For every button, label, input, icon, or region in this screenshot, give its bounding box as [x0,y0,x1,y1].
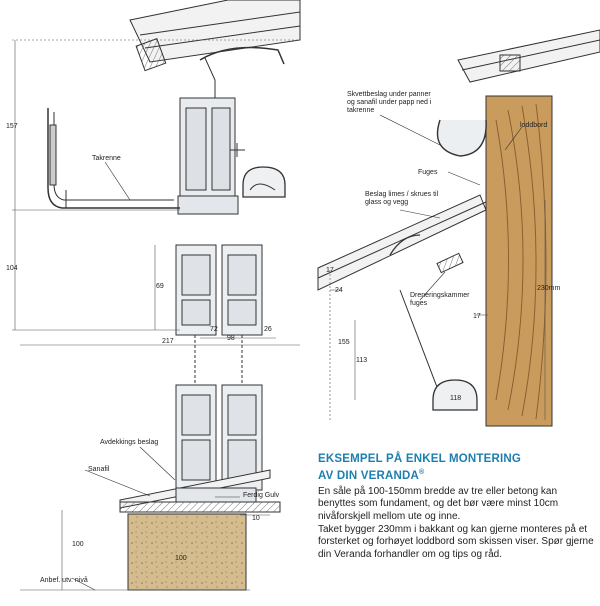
dim-155: 155 [338,339,350,346]
dim-17-side: 17 [473,313,481,320]
dim-100-height: 100 [72,541,84,548]
dim-217: 217 [162,338,174,345]
registered-mark: ® [418,469,425,476]
left-top-profile [177,97,245,215]
right-leader-lines [379,114,523,301]
left-dimension-lines [12,39,300,591]
dim-72: 72 [210,326,218,333]
left-sill [119,469,281,513]
label-skvettbeslag-line: og sanafil under papp ned i [347,99,432,106]
label-skvettbeslag-line: takrenne [347,107,374,114]
left-leader-lines [71,161,240,591]
right-dimension-lines [329,200,546,420]
description-heading: EKSEMPEL PÅ ENKEL MONTERING AV DIN VERAN… [318,453,594,483]
left-middle-profiles [175,244,263,491]
left-foundation [127,513,247,591]
paragraph-roof: Taket bygger 230mm i bakkant og kan gjer… [318,523,594,560]
dim-113: 113 [356,357,367,364]
dim-24: 24 [335,287,343,294]
dim-10: 10 [252,515,260,522]
dim-100-width: 100 [175,555,187,562]
label-avdekkings-beslag: Avdekkings beslag [100,439,158,446]
right-sloped-roof [317,194,487,291]
dim-118: 118 [450,395,461,402]
paragraph-foundation: En såle på 100-150mm bredde av tre eller… [318,485,559,523]
left-round-profile [242,166,286,198]
label-fuges-top: Fuges [418,169,438,176]
right-bottom-gutter [432,379,478,411]
dim-26: 26 [264,326,272,333]
dim-230mm: 230mm [537,285,561,292]
right-glass [399,289,441,396]
left-section-drawing [12,0,301,591]
right-top-roof [457,29,600,83]
label-takrenne: Takrenne [92,155,121,162]
label-skvettbeslag-text: Skvettbeslag under panner [347,91,431,98]
left-gutter [47,108,180,209]
label-skvettbeslag: Skvettbeslag under panner og sanafil und… [347,91,433,114]
dim-69: 69 [156,283,164,290]
heading-line1: EKSEMPEL PÅ ENKEL MONTERING [318,453,522,465]
right-gutter [436,119,487,157]
dim-98: 98 [227,335,235,342]
dim-157: 157 [6,123,18,130]
label-sanafil: Sanafil [88,466,110,473]
label-loddbord: loddbord [520,122,547,129]
right-wood-beam [485,95,553,427]
description-panel: EKSEMPEL PÅ ENKEL MONTERING AV DIN VERAN… [318,453,594,561]
right-section-drawing [317,29,600,427]
heading-line2: AV DIN VERANDA [318,469,419,482]
left-roof-panel [129,0,301,100]
dim-104: 104 [6,265,18,272]
label-anbef-utv-niva: Anbef. utv. nivå [40,576,88,584]
label-ferdig-gulv: Ferdig Gulv [243,492,280,499]
dim-17-top: 17 [326,267,334,274]
